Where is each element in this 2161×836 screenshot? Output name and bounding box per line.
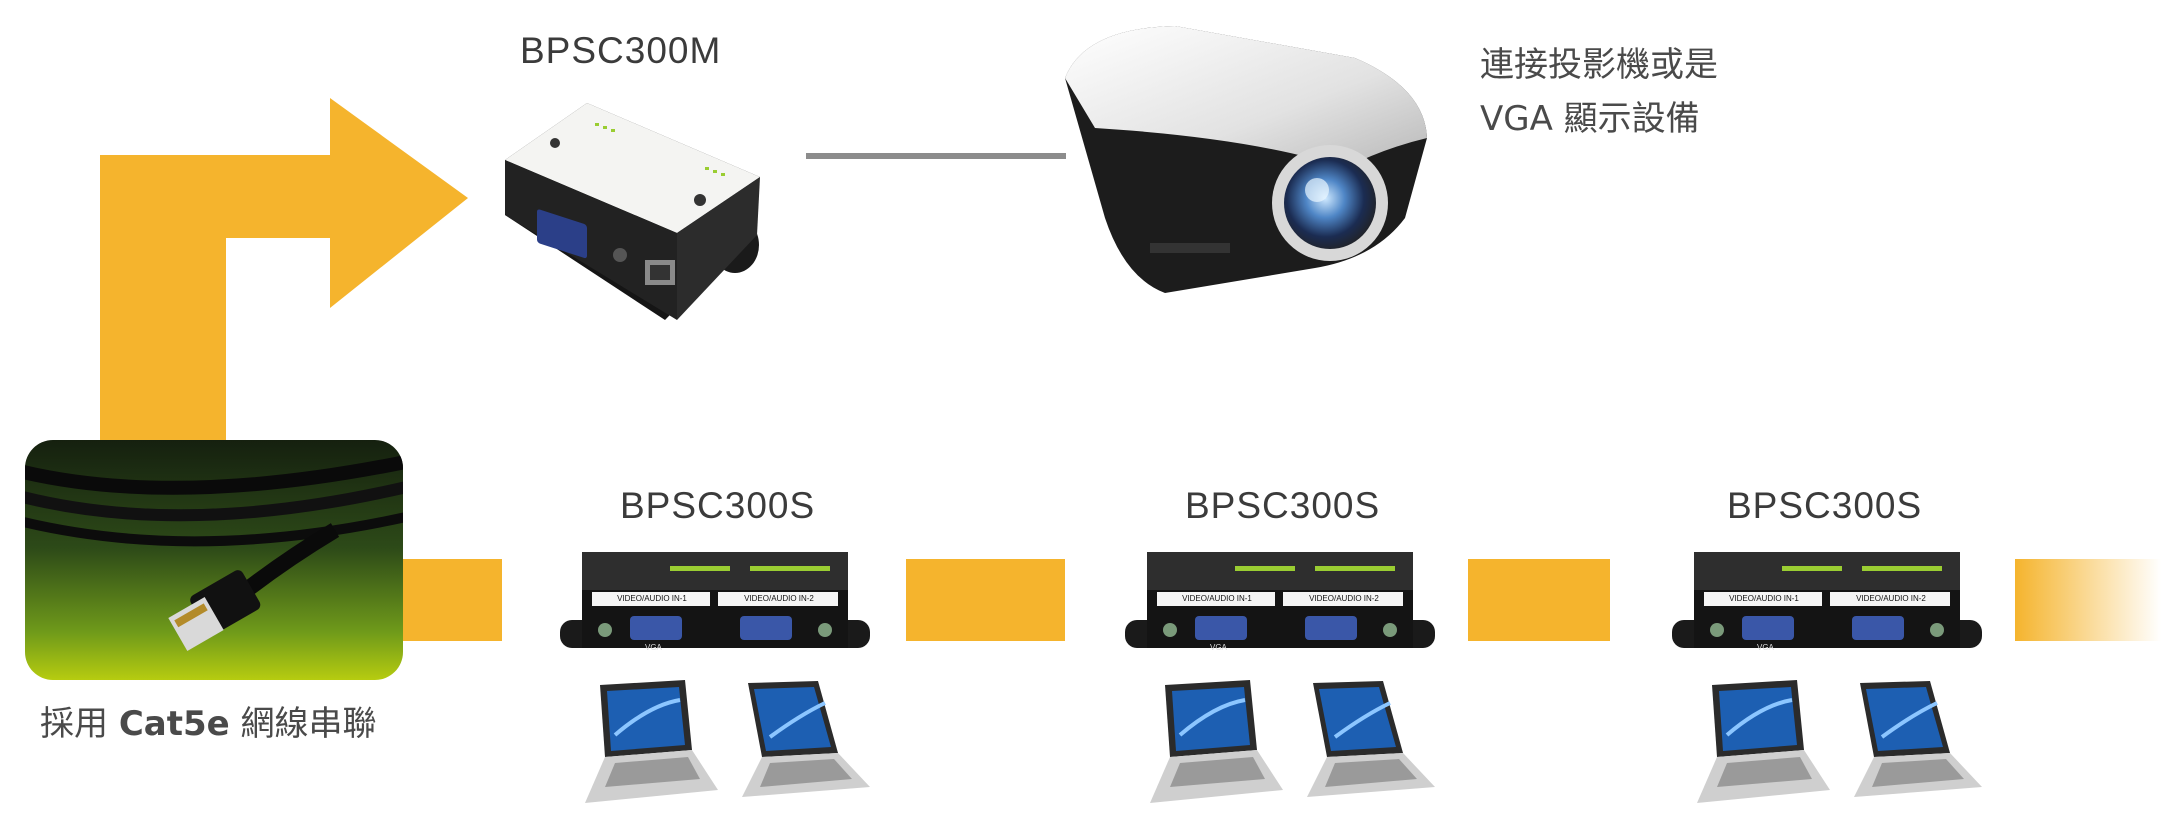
cat5e-link-segment — [1468, 559, 1610, 641]
laptop-icon — [585, 680, 718, 803]
vga-label: VGA — [645, 643, 662, 652]
slave-unit-3: BPSC300S VIDEO/AUDIO IN-1 VIDEO/AUDIO IN… — [1672, 485, 1992, 835]
cable-caption-prefix: 採用 — [40, 704, 108, 744]
cable-caption-suffix: 網線串聯 — [240, 704, 377, 744]
bpsc300s-device — [1672, 552, 1982, 648]
cable-caption: 採用 Cat5e 網線串聯 — [40, 697, 377, 751]
display-line-2: VGA 顯示設備 — [1480, 99, 1700, 139]
bpsc300m-device — [505, 103, 760, 320]
slave-unit-1: BPSC300S VIDEO/AUDIO IN-1 VIDEO/AUDIO IN… — [560, 485, 880, 835]
laptop-icon — [1150, 680, 1283, 803]
slave-model-label: BPSC300S — [1185, 485, 1381, 526]
cat5e-link-fade — [2015, 559, 2161, 641]
port-label-2: VIDEO/AUDIO IN-2 — [1856, 594, 1926, 603]
laptop-icon — [1854, 681, 1982, 797]
display-line-1: 連接投影機或是 — [1480, 45, 1718, 85]
slave-model-label: BPSC300S — [1727, 485, 1923, 526]
port-label-1: VIDEO/AUDIO IN-1 — [1729, 594, 1799, 603]
master-model-label: BPSC300M — [520, 30, 722, 71]
port-label-1: VIDEO/AUDIO IN-1 — [617, 594, 687, 603]
cat5e-cable-photo — [25, 440, 403, 680]
port-label-1: VIDEO/AUDIO IN-1 — [1182, 594, 1252, 603]
bpsc300s-device — [1125, 552, 1435, 648]
vga-label: VGA — [1757, 643, 1774, 652]
vga-connection-line — [806, 153, 1066, 159]
laptop-icon — [742, 681, 870, 797]
cable-type: Cat5e — [118, 704, 230, 744]
laptop-icon — [1697, 680, 1830, 803]
cat5e-link-segment — [398, 559, 502, 641]
projector-image — [1065, 26, 1427, 293]
laptop-icon — [1307, 681, 1435, 797]
slave-unit-2: BPSC300S VIDEO/AUDIO IN-1 VIDEO/AUDIO IN… — [1125, 485, 1445, 835]
slave-model-label: BPSC300S — [620, 485, 816, 526]
bpsc300s-device — [560, 552, 870, 648]
port-label-2: VIDEO/AUDIO IN-2 — [1309, 594, 1379, 603]
cat5e-link-segment — [906, 559, 1065, 641]
vga-label: VGA — [1210, 643, 1227, 652]
up-right-arrow — [100, 98, 468, 450]
port-label-2: VIDEO/AUDIO IN-2 — [744, 594, 814, 603]
